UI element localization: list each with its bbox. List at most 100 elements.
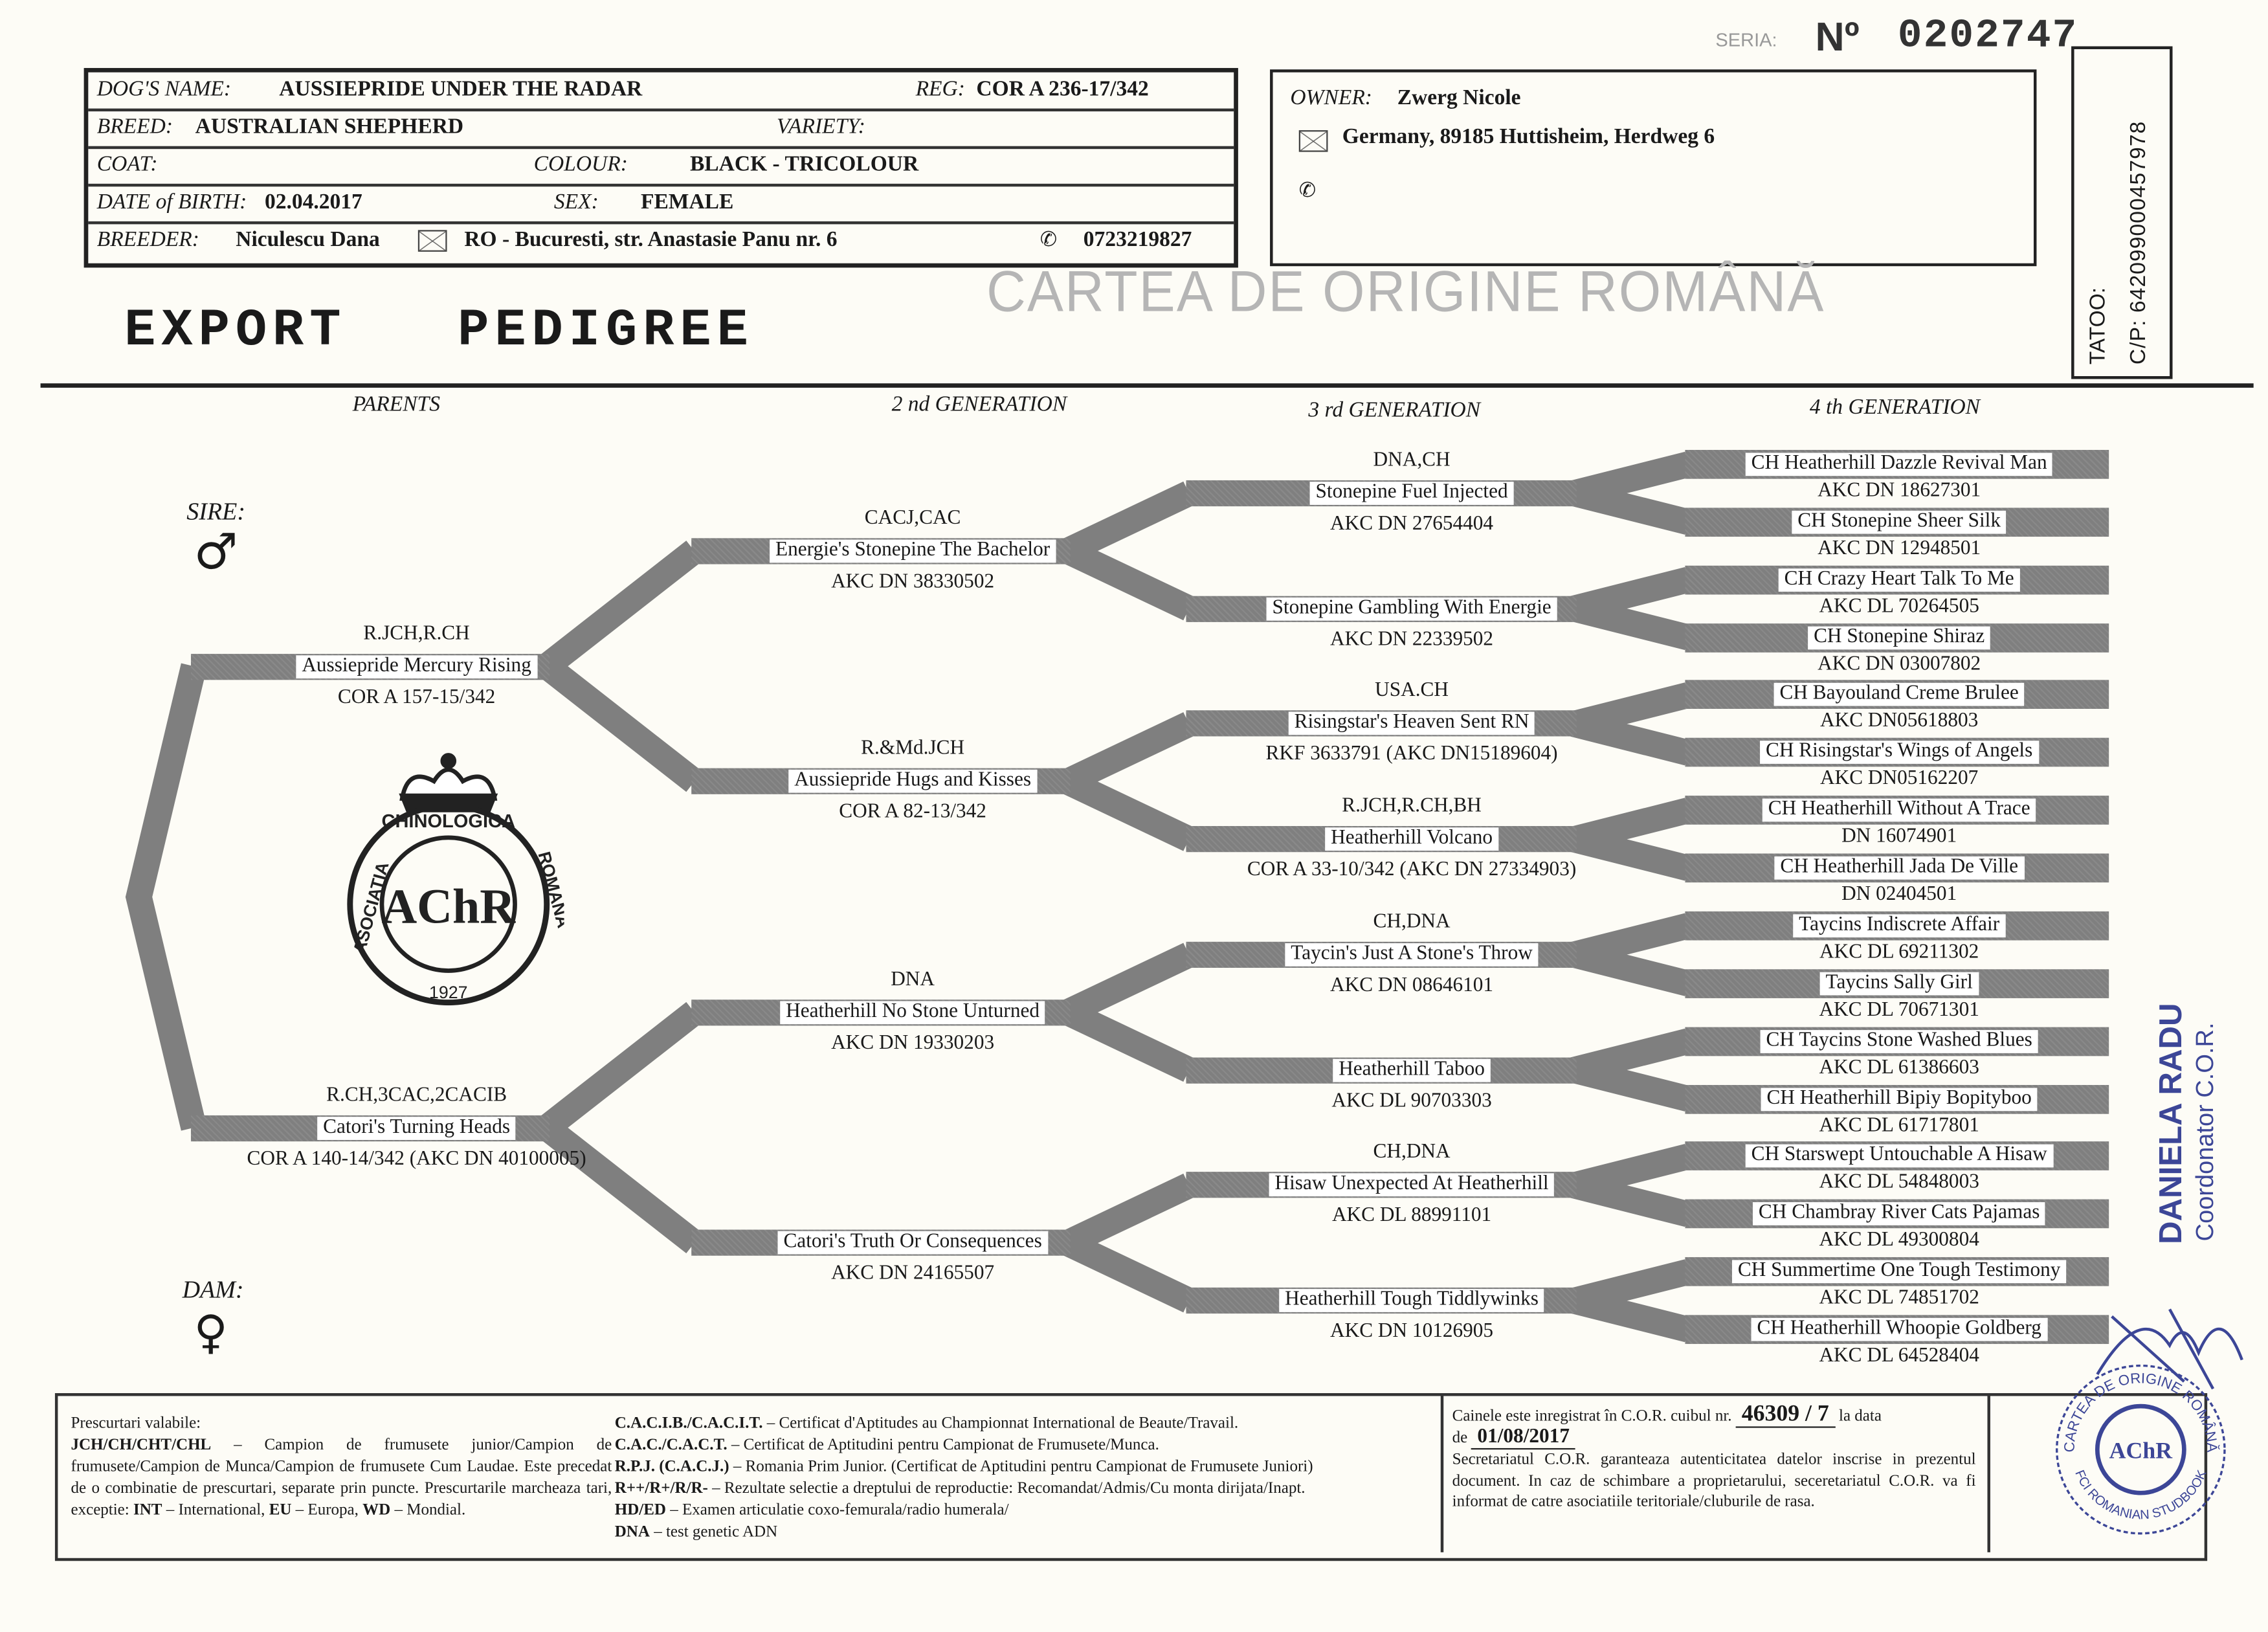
ancestor-name: CH Crazy Heart Talk To Me [1778,568,2020,592]
ancestor-registration: AKC DL 61717801 [1819,1114,1979,1137]
ancestor-registration: AKC DL 70671301 [1819,999,1979,1022]
abbr: R.P.J. (C.A.C.J.) [614,1458,729,1476]
ancestor-registration: AKC DN 38330502 [831,571,995,593]
ancestor-titles: DNA,CH [1373,449,1451,472]
seria-number-prefix: Nº [1815,14,1860,60]
generation-bracket [526,1001,703,1253]
ancestor-registration: AKC DN05618803 [1820,711,1979,733]
phone-icon: ✆ [1040,230,1057,252]
stamp-monogram: AChR [2109,1438,2174,1464]
export-pedigree-title: EXPORT PEDIGREE [124,300,754,361]
abbr: C.A.C./C.A.C.T. [614,1436,728,1454]
footer-abbreviations-middle: C.A.C.I.B./C.A.C.I.T. – Certificat d'Apt… [615,1413,1440,1543]
ancestor-registration: AKC DL 69211302 [1819,941,1979,964]
generation-bracket [526,541,703,792]
ancestor-titles: R.&Md.JCH [861,738,965,760]
ancestor-registration: AKC DN 03007802 [1818,653,1981,675]
owner-address: Germany, 89185 Huttisheim, Herdweg 6 [1342,126,1715,150]
abbr-desc: – Romania Prim Junior. (Certificat de Ap… [729,1458,1313,1476]
official-stamp: CARTEA DE ORIGINE ROMÂNĂ FCI ROMANIAN ST… [2056,1364,2226,1535]
ancestor-registration: COR A 82-13/342 [839,801,986,824]
dob-label: DATE of BIRTH: [96,190,247,214]
ancestor-name: Taycin's Just A Stone's Throw [1285,943,1539,967]
abbr-desc: – International, [162,1501,269,1519]
sex: FEMALE [640,190,734,214]
seria-number: 0202747 [1897,14,2078,60]
reg-number: COR A 236-17/342 [976,78,1149,102]
root-bracket [125,663,207,1131]
ancestor-name: CH Heatherhill Jada De Ville [1774,856,2024,880]
breed: AUSTRALIAN SHEPHERD [195,115,464,139]
signatory-name: DANIELA RADU [2152,1003,2189,1244]
ancestor-registration: AKC DN 27654404 [1330,513,1494,535]
ancestor-name: CH Starswept Untouchable A Hisaw [1745,1145,2053,1168]
breeder-label: BREEDER: [96,229,199,252]
ancestor-name: CH Taycins Stone Washed Blues [1760,1029,2038,1053]
generation-bracket [1570,451,1691,535]
sex-label: SEX: [553,190,599,214]
breeder-phone: 0723219827 [1083,229,1192,252]
generation-bracket [1037,943,1195,1082]
ancestor-name: Aussiepride Hugs and Kisses [788,770,1037,794]
ancestor-registration: AKC DL 49300804 [1819,1230,1979,1252]
ancestor-registration: AKC DN 22339502 [1330,629,1494,651]
ancestor-name: Taycins Sally Girl [1819,972,1979,996]
breed-label: BREED: [96,115,173,139]
generation-bracket [1570,1028,1691,1112]
ancestor-name: CH Heatherhill Whoopie Goldberg [1751,1317,2047,1341]
abbr-desc: – Examen articulatie coxo-femurala/radio… [665,1501,1009,1519]
ancestor-registration: AKC DN 24165507 [831,1263,995,1285]
dob: 02.04.2017 [264,190,362,214]
abbr: R++/R+/R/R- [614,1480,708,1497]
signatory-role: Coordonator C.O.R. [2191,1022,2219,1242]
ancestor-name: CH Heatherhill Dazzle Revival Man [1745,453,2053,476]
ancestor-name: CH Risingstar's Wings of Angels [1760,741,2039,765]
ancestor-registration: AKC DL 74851702 [1819,1288,1979,1310]
ancestor-name: Risingstar's Heaven Sent RN [1288,712,1535,736]
column-header-2nd-gen: 2 nd GENERATION [891,393,1067,417]
generation-bracket [1570,682,1691,766]
ancestor-name: CH Heatherhill Bipiy Bopityboo [1761,1087,2038,1111]
colour-label: COLOUR: [533,153,628,177]
ancestor-registration: DN 02404501 [1841,884,1957,906]
variety-label: VARIETY: [777,115,865,139]
generation-bracket [1037,481,1195,621]
logo-monogram: AChR [381,880,516,934]
ancestor-name: CH Bayouland Creme Brulee [1773,683,2025,707]
ancestor-name: Energie's Stonepine The Bachelor [770,539,1056,563]
owner-box: OWNER: Zwerg Nicole Germany, 89185 Hutti… [1270,69,2037,267]
ancestor-registration: AKC DN05162207 [1820,768,1979,790]
abbr-desc: – Certificat de Aptitudini pentru Campio… [727,1436,1159,1454]
breeder-name: Niculescu Dana [236,229,380,252]
dam-label: DAM: [182,1276,244,1304]
registration-date: 01/08/2017 [1471,1426,1575,1450]
generation-bracket [1570,1259,1691,1343]
abbr-desc: – Rezultate selectie a dreptului de repr… [707,1480,1306,1497]
ancestor-titles: CH,DNA [1373,911,1451,933]
ancestor-name: Stonepine Gambling With Energie [1266,597,1557,620]
mail-icon [1298,130,1328,152]
ancestor-name: Catori's Truth Or Consequences [777,1231,1048,1255]
male-symbol-icon: ♂ [194,523,238,582]
abbreviation-row: DNA – test genetic ADN [615,1522,1440,1544]
seria-label: SERIA: [1715,28,1777,51]
ancestor-titles: R.JCH,R.CH [363,623,470,645]
ancestor-name: CH Heatherhill Without A Trace [1762,799,2036,822]
coat-label: COAT: [96,153,158,177]
ancestor-name: Aussiepride Mercury Rising [296,654,537,678]
footer-heading: Prescurtari valabile: [71,1414,201,1433]
generation-bracket [1570,798,1691,881]
ancestor-name: Heatherhill No Stone Unturned [780,1000,1045,1024]
dog-name: AUSSIEPRIDE UNDER THE RADAR [279,78,643,102]
generation-bracket [1570,567,1691,651]
ancestor-registration: AKC DL 61386603 [1819,1056,1979,1079]
abbreviation-row: C.A.C./C.A.C.T. – Certificat de Aptitudi… [615,1435,1440,1457]
abbreviations-footer: Prescurtari valabile: JCH/CH/CHT/CHL – C… [54,1393,2208,1561]
ancestor-name: Heatherhill Volcano [1325,827,1498,851]
ancestor-registration: AKC DN 10126905 [1330,1321,1494,1343]
ancestor-name: Taycins Indiscrete Affair [1793,914,2006,937]
ancestor-name: CH Summertime One Tough Testimony [1731,1260,2067,1284]
abbreviation-row: HD/ED – Examen articulatie coxo-femurala… [615,1500,1440,1522]
ancestor-registration: AKC DL 70264505 [1819,596,1979,618]
ancestor-registration: AKC DN 08646101 [1330,974,1494,997]
